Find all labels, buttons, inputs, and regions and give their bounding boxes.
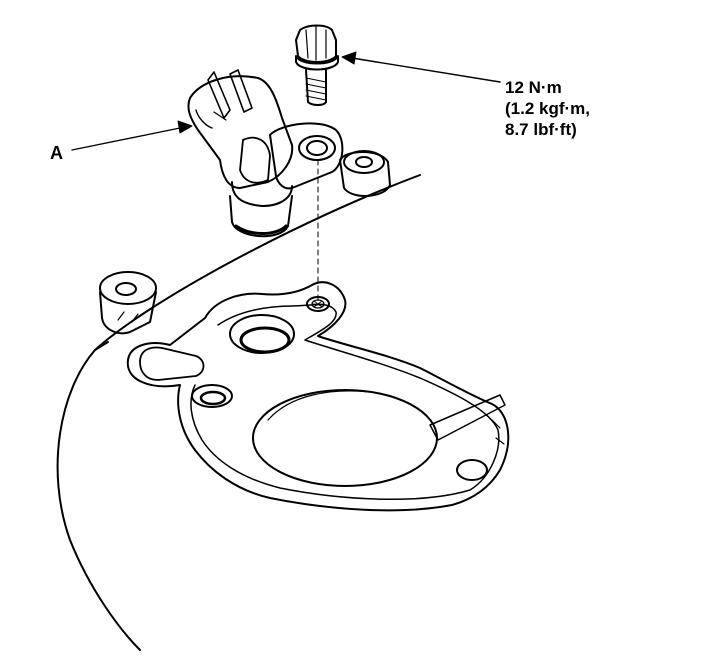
- torque-lbfft: 8.7 lbf·ft): [505, 120, 577, 139]
- center-bore: [252, 389, 438, 487]
- gasket-inner-edge: [190, 303, 500, 501]
- gasket-slot: [139, 346, 205, 381]
- rib: [429, 394, 506, 441]
- torque-nm: 12 N·m: [505, 78, 562, 97]
- left-boss: [99, 271, 157, 335]
- sensor-body: [187, 69, 344, 238]
- housing-outline: [56, 174, 421, 651]
- sensor-boss: [339, 150, 391, 197]
- housing-lip: [94, 341, 109, 351]
- part-a-label: A: [50, 143, 63, 163]
- torque-leader: [351, 57, 501, 83]
- gasket-outline: [126, 281, 510, 512]
- left-hole: [191, 384, 233, 408]
- torque-kgfm: (1.2 kgf·m,: [505, 99, 591, 118]
- part-a-leader: [71, 127, 181, 151]
- part-a-arrowhead: [177, 120, 193, 134]
- torque-arrowhead: [341, 51, 357, 65]
- bolt: [295, 24, 339, 106]
- torque-spec-label: 12 N·m (1.2 kgf·m, 8.7 lbf·ft): [505, 77, 590, 140]
- right-hole: [456, 459, 488, 481]
